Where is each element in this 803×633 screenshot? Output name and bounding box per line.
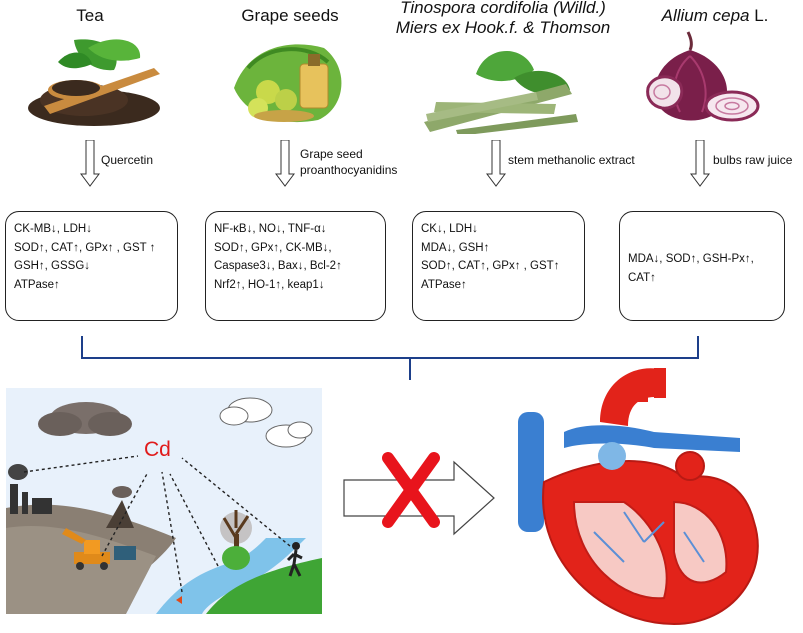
tinospora-effects-box: CK↓, LDH↓ MDA↓, GSH↑ SOD↑, CAT↑, GPx↑ , … [412, 211, 585, 321]
allium-method: bulbs raw juice [713, 153, 793, 167]
tea-title: Tea [60, 6, 120, 26]
onion-illustration [646, 31, 760, 122]
grape-seeds-illustration [234, 44, 342, 123]
tinospora-label-line2: Miers ex Hook.f. & Thomson [395, 18, 611, 37]
cadmium-label: Cd [144, 438, 171, 461]
onion-slice-icon [704, 90, 760, 122]
tinospora-effect-3: SOD↑, CAT↑, GPx↑ , GST↑ [421, 260, 560, 272]
allium-title: Allium cepa L. [652, 6, 778, 26]
grape-effect-2: SOD↑, GPx↑, CK-MB↓, [214, 241, 332, 254]
grape-icon [256, 80, 280, 104]
tinospora-leaf-icon [476, 50, 534, 82]
tea-label: Tea [76, 6, 104, 25]
tinospora-illustration [424, 50, 578, 134]
tea-effect-3: GSH↑, GSSG↓ [14, 260, 91, 272]
tea-effect-2: SOD↑, CAT↑, GPx↑ , GST ↑ [14, 241, 156, 254]
tree-icon [220, 510, 252, 570]
allium-effects-box: MDA↓, SOD↑, GSH-Px↑, CAT↑ [619, 211, 785, 321]
vena-cava [518, 412, 544, 532]
grape-effects-box: NF-κB↓, NO↓, TNF-α↓ SOD↑, GPx↑, CK-MB↓, … [205, 211, 386, 321]
grape-method-line2: proanthocyanidins [300, 163, 398, 177]
grape-effect-3: Caspase3↓, Bax↓, Bcl-2↑ [214, 260, 342, 272]
tea-down-arrow-icon [80, 140, 100, 187]
tea-illustration [28, 39, 160, 126]
oil-bottle-icon [299, 63, 329, 109]
environment-illustration [6, 388, 322, 614]
factory-icon [8, 464, 52, 514]
tinospora-effect-4: ATPase↑ [421, 278, 467, 291]
tea-effect-4: ATPase↑ [14, 278, 60, 291]
blocked-x-icon [382, 452, 440, 528]
tea-method: Quercetin [101, 153, 154, 167]
tea-effects-box: CK-MB↓, LDH↓ SOD↑, CAT↑, GPx↑ , GST ↑ GS… [5, 211, 178, 321]
fish-icon [176, 596, 182, 604]
allium-effect-2: CAT↑ [628, 271, 656, 284]
tinospora-down-arrow-icon [486, 140, 506, 187]
allium-label-suffix: L. [749, 6, 769, 25]
tea-effect-1: CK-MB↓, LDH↓ [14, 223, 92, 235]
grape-effect-4: Nrf2↑, HO-1↑, keap1↓ [214, 278, 325, 291]
grass [206, 558, 322, 614]
grape-down-arrow-icon [275, 140, 295, 187]
heart-illustration [518, 368, 759, 626]
person-icon [286, 542, 303, 577]
tinospora-method: stem methanolic extract [508, 153, 635, 167]
grape-method: Grape seed proanthocyanidins [300, 146, 397, 178]
excavator-icon [62, 528, 136, 570]
tinospora-effect-1: CK↓, LDH↓ [421, 223, 478, 235]
grape-label: Grape seeds [241, 6, 339, 25]
allium-effect-1: MDA↓, SOD↑, GSH-Px↑, [628, 253, 754, 265]
smog-cloud-icon [38, 402, 132, 436]
allium-down-arrow-icon [690, 140, 710, 187]
tinospora-label-line1: Tinospora cordifolia (Willd.) [400, 0, 606, 17]
river [156, 538, 306, 614]
tinospora-title: Tinospora cordifolia (Willd.) Miers ex H… [388, 0, 618, 38]
grape-effect-1: NF-κB↓, NO↓, TNF-α↓ [214, 223, 327, 235]
grape-method-line1: Grape seed [300, 147, 363, 161]
environment-scene: Cd [6, 388, 322, 614]
allium-label-italic: Allium cepa [661, 6, 750, 25]
cloud-icon [219, 397, 313, 448]
tinospora-effect-2: MDA↓, GSH↑ [421, 241, 490, 254]
grape-title: Grape seeds [230, 6, 350, 26]
bracket-connector [81, 336, 699, 380]
emission-arrows [23, 455, 291, 593]
